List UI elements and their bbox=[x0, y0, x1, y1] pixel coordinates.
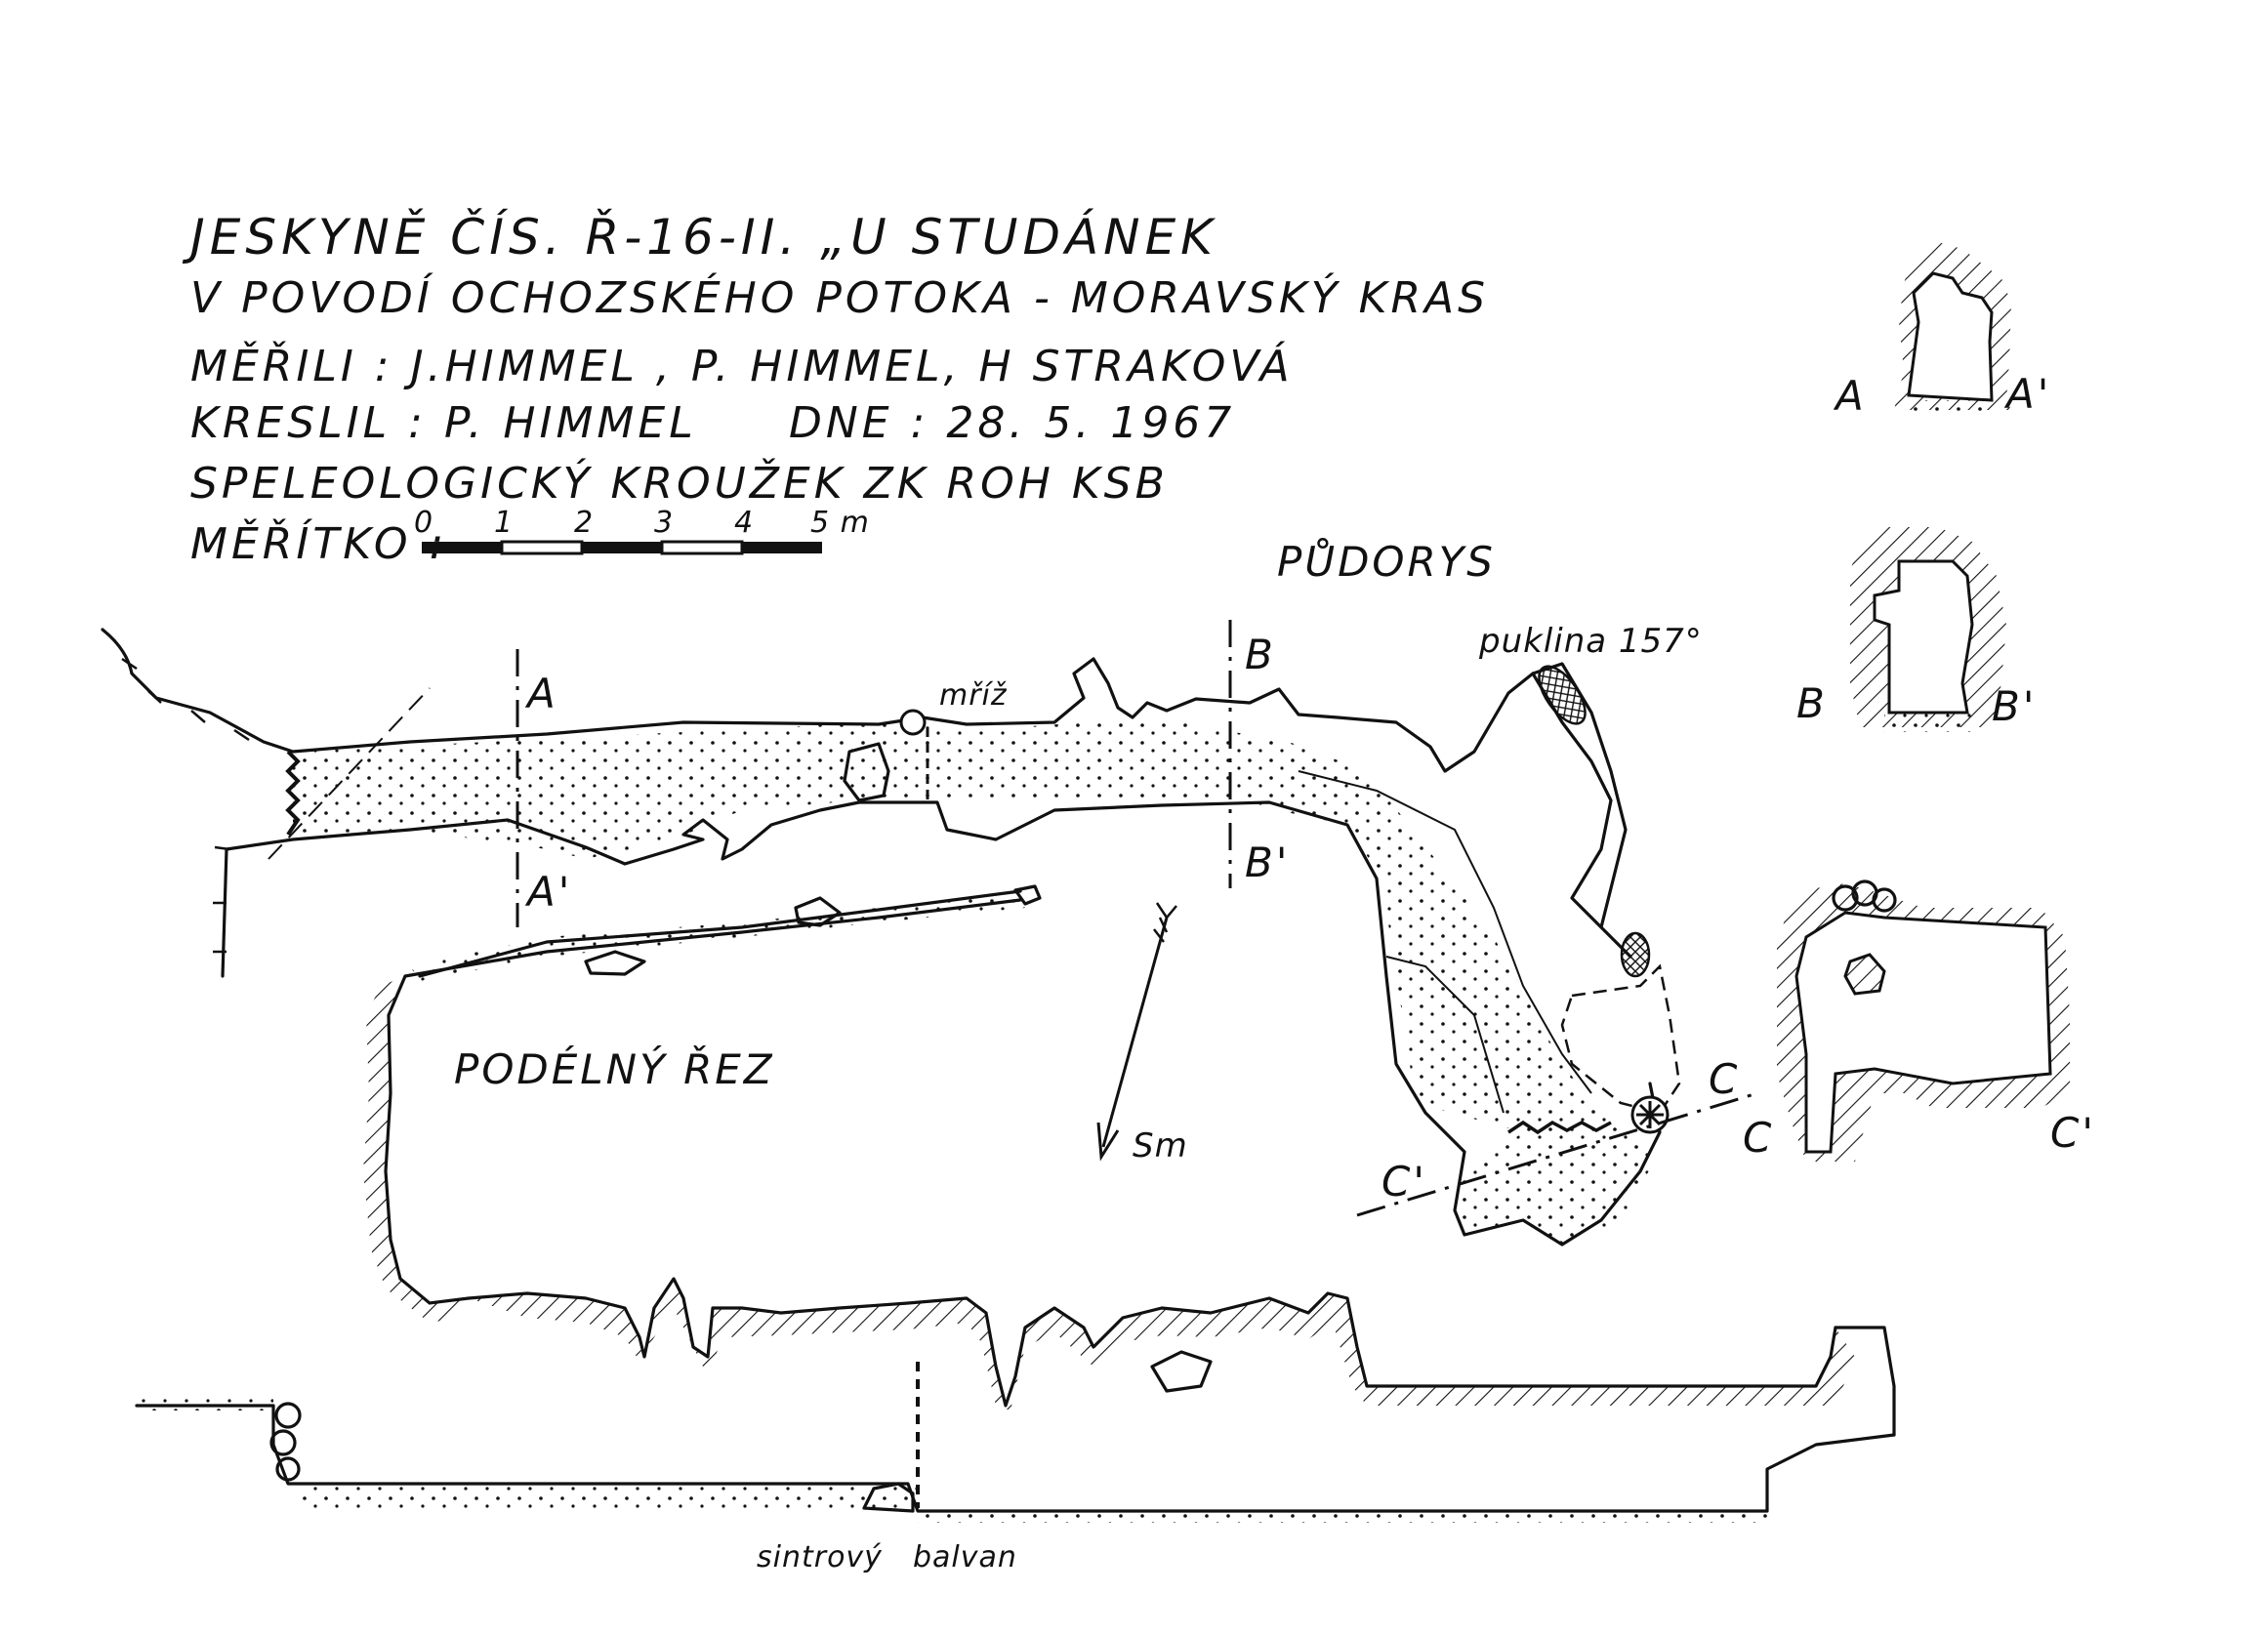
drafter: KRESLIL : P. HIMMEL bbox=[190, 398, 697, 448]
section-west-wall-hatch bbox=[363, 976, 469, 1323]
cut-c-prime-label: C' bbox=[1381, 1158, 1427, 1206]
plan-view: mříž A A' B B' C C' PŮDORYS puklina 157° bbox=[101, 537, 1758, 1247]
cross-a-floor bbox=[1909, 400, 1997, 415]
grate-label: mříž bbox=[939, 678, 1008, 713]
entrance-boulder-3 bbox=[275, 1456, 301, 1482]
boulder-label-1: sintrový bbox=[757, 1540, 883, 1574]
cross-c-boulder-3 bbox=[1872, 887, 1897, 913]
sinter-block-icon bbox=[1620, 931, 1651, 978]
cross-section-a: A A' bbox=[1833, 242, 2051, 420]
subtitle: V POVODÍ OCHOZSKÉHO POTOKA - MORAVSKÝ KR… bbox=[190, 271, 1489, 323]
title-block: JESKYNĚ ČÍS. Ř-16-II. „U STUDÁNEK V POVO… bbox=[182, 208, 1489, 569]
section-surface-line bbox=[418, 889, 1022, 978]
section-rock-2 bbox=[584, 950, 646, 976]
cut-a-prime-label: A' bbox=[524, 868, 572, 916]
plan-inner-ledge bbox=[1298, 770, 1592, 1094]
surveyors: MĚŘILI : J.HIMMEL , P. HIMMEL, H STRAKOV… bbox=[190, 340, 1294, 391]
scale-tick-0: 0 bbox=[414, 506, 433, 540]
section-hanging-rock bbox=[1150, 1350, 1213, 1393]
scale-bar: 0 1 2 3 4 5 m bbox=[414, 506, 870, 555]
cross-section-b: B B' bbox=[1796, 527, 2037, 732]
plan-step-icon bbox=[1507, 1120, 1612, 1135]
plan-south-wall bbox=[221, 800, 1662, 1247]
scale-tick-2: 2 bbox=[574, 506, 594, 540]
boulder-label-2: balvan bbox=[913, 1540, 1017, 1574]
plan-side-chamber bbox=[1385, 956, 1505, 1114]
plan-passage-floor bbox=[293, 717, 1660, 1245]
section-west-wall bbox=[384, 975, 470, 1305]
fissure-label: puklina 157° bbox=[1478, 622, 1703, 661]
cross-b-right-label: B' bbox=[1992, 682, 2037, 730]
cross-section-c: C C' bbox=[1743, 879, 2096, 1162]
cross-c-pillar bbox=[1843, 953, 1886, 996]
organization: SPELEOLOGICKÝ KROUŽEK ZK ROH KSB bbox=[190, 457, 1169, 509]
terrain-slope-icon bbox=[121, 657, 250, 954]
cross-b-left-label: B bbox=[1796, 679, 1828, 727]
cross-a-right-label: A' bbox=[2003, 370, 2051, 418]
fissure-block-icon bbox=[1538, 665, 1587, 725]
cut-b-label: B bbox=[1245, 631, 1276, 678]
section-ceiling-line bbox=[403, 898, 1022, 978]
plan-fissure-wall bbox=[1531, 662, 1628, 929]
entrance-boulder-1 bbox=[274, 1402, 302, 1429]
cross-c-left-label: C bbox=[1743, 1114, 1774, 1162]
title: JESKYNĚ ČÍS. Ř-16-II. „U STUDÁNEK bbox=[182, 208, 1217, 266]
scale-tick-5: 5 m bbox=[810, 506, 870, 540]
cut-c-line bbox=[1356, 1091, 1758, 1217]
north-arrow: Sm bbox=[1096, 902, 1188, 1165]
cross-a-passage bbox=[1907, 271, 1994, 402]
cross-c-right-label: C' bbox=[2050, 1109, 2096, 1157]
cut-c-label: C bbox=[1709, 1055, 1740, 1103]
plan-north-wall bbox=[101, 628, 1632, 959]
entrance-step-icon bbox=[285, 750, 301, 837]
entrance-guide-line bbox=[268, 687, 431, 860]
section-floor-hatch bbox=[469, 1279, 1855, 1410]
cross-a-left-label: A bbox=[1833, 372, 1867, 420]
cross-b-floor bbox=[1884, 713, 1972, 732]
asterisk-icon bbox=[1636, 1101, 1664, 1128]
grate-post-icon bbox=[899, 709, 927, 736]
sinter-boulder-icon bbox=[862, 1482, 915, 1513]
scale-label: MĚŘÍTKO : bbox=[190, 517, 447, 569]
plan-upper-level-outline bbox=[1560, 963, 1681, 1115]
section-east-wall bbox=[1834, 1326, 1896, 1437]
entrance-boulder-2 bbox=[269, 1429, 297, 1456]
scale-tick-1: 1 bbox=[494, 506, 514, 540]
section-rock-3 bbox=[1013, 884, 1042, 906]
survey-date: DNE : 28. 5. 1967 bbox=[789, 398, 1235, 448]
cross-c-boulder-1 bbox=[1832, 884, 1859, 912]
cross-b-passage bbox=[1873, 559, 1974, 715]
surface-deposit bbox=[137, 1396, 273, 1410]
plan-rock bbox=[843, 742, 890, 802]
longitudinal-section: PODÉLNÝ ŘEZ sintrový balvan bbox=[135, 884, 1896, 1574]
section-floor-deposit bbox=[303, 1484, 918, 1508]
section-ceiling-fill bbox=[410, 893, 1025, 981]
plan-title: PŮDORYS bbox=[1277, 537, 1496, 586]
cut-b-prime-label: B' bbox=[1245, 838, 1290, 886]
section-rock-1 bbox=[794, 896, 842, 927]
section-title: PODÉLNÝ ŘEZ bbox=[454, 1044, 775, 1093]
scale-tick-3: 3 bbox=[654, 506, 674, 540]
scale-tick-4: 4 bbox=[734, 506, 754, 540]
north-arrow-label: Sm bbox=[1133, 1126, 1188, 1165]
cut-a-label: A bbox=[524, 670, 558, 717]
